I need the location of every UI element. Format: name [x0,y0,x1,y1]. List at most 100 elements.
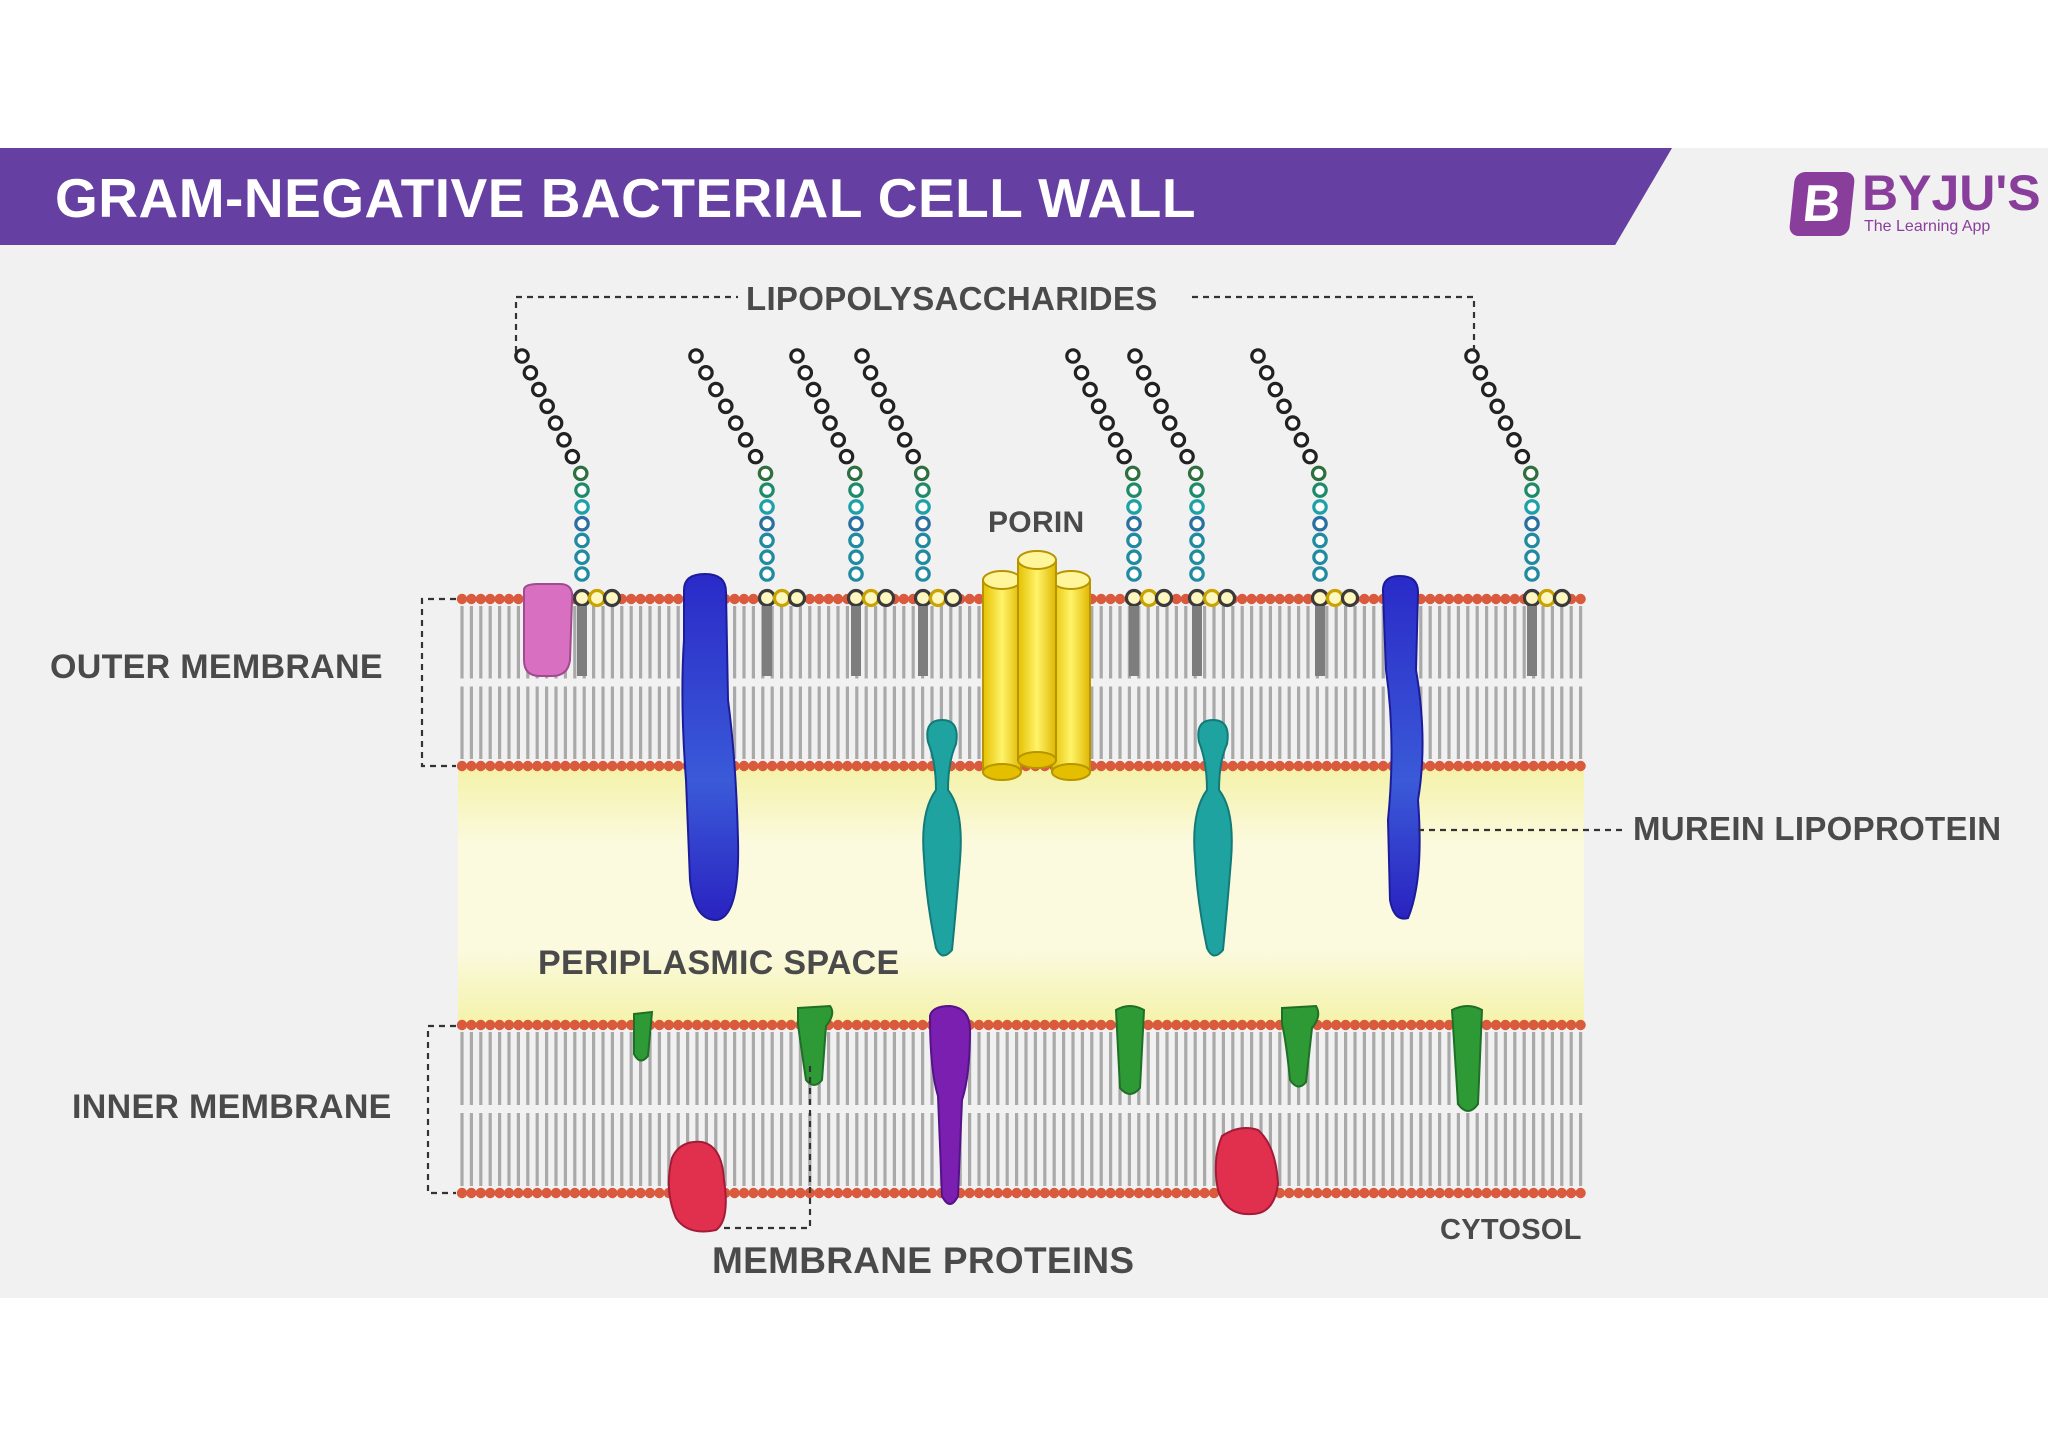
sugar-bead [737,432,754,448]
sugar-bead [915,566,931,582]
sugar-bead [848,549,864,566]
sugar-bead [1258,364,1275,381]
sugar-bead [1179,448,1195,465]
lipid-a-bead [1217,588,1237,608]
sugar-bead [759,515,775,532]
sugar-bead [1187,465,1204,482]
sugar-bead [879,398,896,415]
lipopolysaccharides-label: LIPOPOLYSACCHARIDES [746,280,1158,317]
sugar-bead [1153,398,1169,415]
lipid-a-bead [913,588,933,608]
anchored-lipoprotein-right [1193,718,1233,957]
lipid-a-bead [861,588,881,608]
sugar-bead [1524,566,1540,582]
sugar-bead [1489,398,1505,415]
lipid-a-bead [1154,588,1174,608]
sugar-bead [1524,532,1540,549]
sugar-bead [539,398,555,415]
sugar-bead [848,499,864,515]
sugar-bead [1189,532,1205,549]
sugar-bead [1127,348,1143,364]
lipid-a-bead [1537,588,1557,608]
sugar-bead [1464,348,1480,364]
sugar-bead [556,432,572,448]
membrane-proteins-leader [724,1066,812,1230]
inner-membrane-green-protein-2 [797,1004,834,1086]
inner-membrane-bracket [426,1024,456,1195]
inner-membrane-green-protein-3 [1114,1005,1146,1095]
inner-membrane-red-protein-right [1214,1127,1280,1216]
sugar-bead [547,415,564,431]
lipid-a-bead [846,588,866,608]
sugar-bead [1126,515,1142,532]
sugar-bead [1497,415,1514,431]
lipopolysaccharide-chain [1250,348,1360,676]
lipopolysaccharide-chain [688,348,807,676]
sugar-bead [905,448,921,465]
lipid-a-anchor [1527,606,1537,676]
sugar-bead [1524,515,1540,532]
sugar-bead [1312,482,1328,498]
periplasmic-space-label: PERIPLASMIC SPACE [538,944,900,982]
sugar-bead [1250,348,1266,364]
lipid-a-bead [772,588,792,608]
sugar-bead [1310,465,1327,482]
sugar-bead [514,348,530,364]
lipid-a-anchor [1129,606,1139,676]
sugar-bead [564,448,581,465]
sugar-bead [1124,465,1141,482]
lipopolysaccharide-chain [854,348,963,676]
sugar-bead [1293,432,1310,448]
lipid-a-anchor [918,606,928,676]
murein-lipoprotein-right [1381,574,1424,920]
lipid-a-bead [572,588,592,608]
sugar-bead [1135,364,1152,381]
murein-lipoprotein-label: MUREIN LIPOPROTEIN [1633,810,2002,847]
inner-membrane-green-protein-5 [1450,1005,1484,1112]
lipid-a-bead [1124,588,1144,608]
sugar-bead [848,515,864,532]
sugar-bead [1514,448,1531,465]
sugar-bead [1312,515,1328,532]
sugar-bead [522,364,539,381]
sugar-bead [797,364,814,381]
sugar-bead [915,532,931,549]
inner-membrane-green-protein-4 [1281,1004,1320,1088]
sugar-bead [1312,499,1328,515]
lipid-a-bead [787,588,807,608]
inner-membrane-phospholipid-heads [456,1019,1586,1199]
porin-barrel [982,570,1022,781]
sugar-bead [1065,348,1081,364]
lipid-a-bead [928,588,948,608]
sugar-bead [1522,465,1539,482]
sugar-bead [854,348,870,364]
sugar-bead [848,566,864,582]
sugar-bead [1116,448,1132,465]
title-banner [0,148,1672,245]
sugar-bead [574,566,590,582]
sugar-bead [1144,381,1161,398]
porin-barrel [1051,570,1091,781]
lipid-a-bead [1325,588,1345,608]
lipopolysaccharides-bracket [514,295,1476,352]
sugar-bead [759,499,775,515]
sugar-bead [1472,364,1489,381]
murein-lipoprotein-left [681,572,740,922]
sugar-bead [759,482,775,498]
sugar-bead [1082,381,1098,398]
sugar-bead [1189,499,1205,515]
lipid-a-bead [1202,588,1222,608]
sugar-bead [747,448,764,465]
sugar-bead [574,549,590,566]
sugar-bead [574,499,590,515]
sugar-bead [574,532,590,549]
logo-tagline: The Learning App [1864,218,1991,235]
lipid-a-bead [943,588,963,608]
sugar-bead [757,465,774,482]
outer-membrane-bracket [420,597,456,768]
lipid-a-anchor [1192,606,1202,676]
page-title: GRAM-NEGATIVE BACTERIAL CELL WALL [55,167,1196,229]
sugar-bead [1126,566,1142,582]
